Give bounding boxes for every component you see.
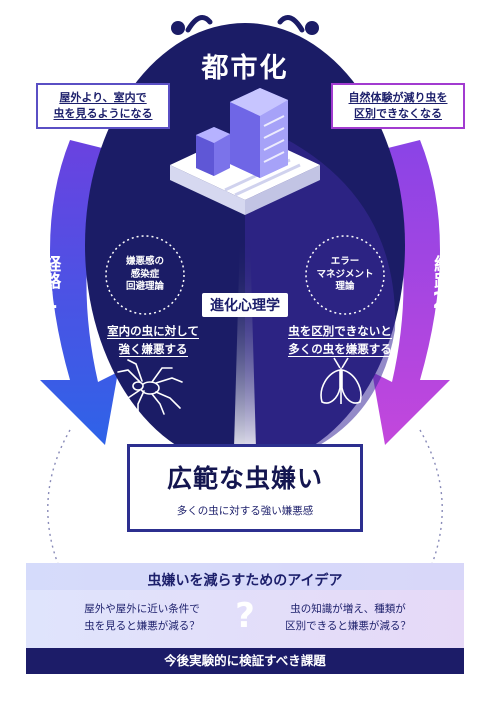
right-effect-line1: 虫を区別できないと <box>288 324 392 339</box>
route-1-arrow <box>40 140 118 445</box>
route-2-arrow <box>372 140 450 445</box>
top-left-box: 屋外より、室内で 虫を見るようになる <box>36 83 170 129</box>
right-effect-line2: 多くの虫を嫌悪する <box>288 341 392 357</box>
ideas-title: 虫嫌いを減らすためのアイデア <box>147 573 343 589</box>
left-theory-line3: 回避理論 <box>125 281 164 293</box>
idea-right-line2: 区別できると嫌悪が減る？ <box>285 619 411 632</box>
left-theory-label: 嫌悪感の 感染症 回避理論 <box>105 235 185 315</box>
right-effect: 虫を区別できないと 多くの虫を嫌悪する <box>272 323 408 359</box>
top-left-line1: 屋外より、室内で <box>59 91 147 105</box>
moth-icon <box>320 357 362 404</box>
right-theory-circle <box>305 235 385 315</box>
antenna-icon <box>171 15 319 35</box>
top-right-line2: 区別できなくなる <box>354 107 442 120</box>
right-theory-label: エラー マネジメント 理論 <box>305 235 385 315</box>
question-mark-icon: ? <box>235 596 255 636</box>
route-2-number: 2 <box>432 289 448 314</box>
right-theory-line3: 理論 <box>335 281 355 293</box>
route-2-text: 経路 <box>430 255 451 289</box>
left-dotted-arrow <box>47 429 71 575</box>
footer-bar: 今後実験的に検証すべき課題 <box>26 648 464 674</box>
idea-right: 虫の知識が増え、種類が 区別できると嫌悪が減る？ <box>263 601 433 635</box>
route-1-text: 経路 <box>40 255 61 289</box>
center-label: 進化心理学 <box>0 293 490 317</box>
result-title: 広範な虫嫌い <box>166 464 323 493</box>
top-right-line1: 自然体験が減り虫を <box>348 91 448 105</box>
right-theory-line2: マネジメント <box>316 268 374 280</box>
left-theory-circle <box>105 235 185 315</box>
left-theory-line1: 嫌悪感の <box>125 255 164 267</box>
route-2-label: 経路 2 <box>427 255 453 315</box>
left-effect-line1: 室内の虫に対して <box>107 324 199 339</box>
idea-right-line1: 虫の知識が増え、種類が <box>290 603 406 615</box>
right-dotted-arrow <box>419 429 443 575</box>
idea-left: 屋外や屋外に近い条件で 虫を見ると嫌悪が減る？ <box>57 601 227 635</box>
left-effect-line2: 強く嫌悪する <box>118 341 188 357</box>
idea-left-line2: 虫を見ると嫌悪が減る？ <box>84 619 200 632</box>
left-theory-line2: 感染症 <box>130 268 160 280</box>
left-effect: 室内の虫に対して 強く嫌悪する <box>88 323 218 359</box>
right-theory-line1: エラー <box>330 255 360 267</box>
spider-icon <box>117 359 183 415</box>
route-1-number: 1 <box>42 289 58 314</box>
top-left-line2: 虫を見るようになる <box>53 107 153 120</box>
center-label-text: 進化心理学 <box>202 293 288 317</box>
result-subtitle: 多くの虫に対する強い嫌悪感 <box>176 505 314 517</box>
result-box: 広範な虫嫌い 多くの虫に対する強い嫌悪感 <box>127 444 363 532</box>
top-right-box: 自然体験が減り虫を 区別できなくなる <box>331 83 465 129</box>
building-icon <box>170 88 320 215</box>
idea-left-line1: 屋外や屋外に近い条件で <box>84 603 200 615</box>
center-beam <box>234 235 256 448</box>
page-title: 都市化 <box>201 53 289 84</box>
route-1-label: 経路 1 <box>37 255 63 315</box>
